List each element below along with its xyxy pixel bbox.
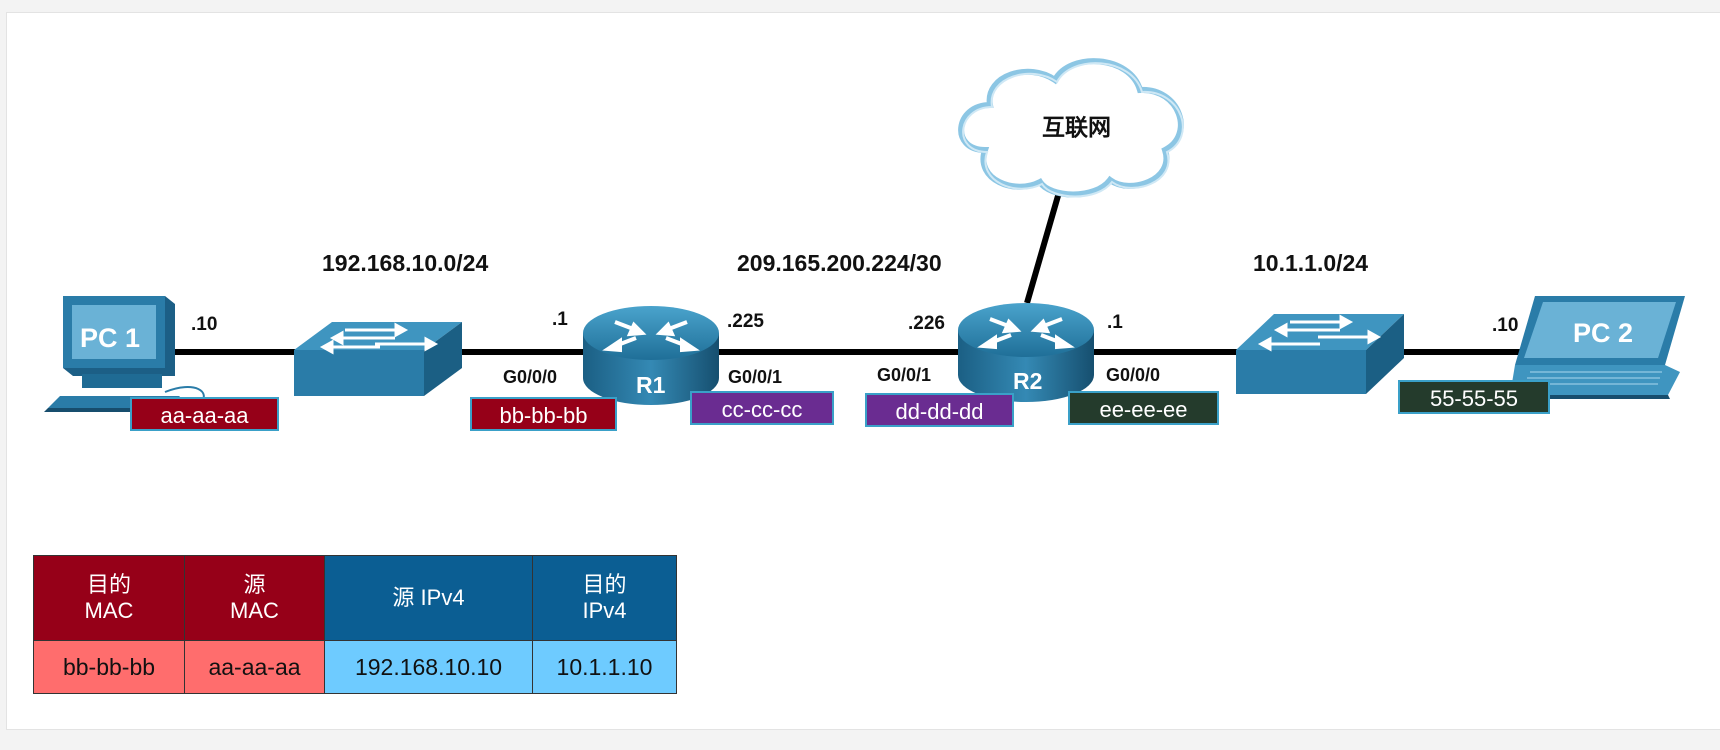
internet-cloud-icon bbox=[958, 58, 1184, 198]
frame-table-header-row: 目的 MAC 源 MAC 源 IPv4 目的 IPv4 bbox=[33, 555, 677, 641]
r2-wan-ip-label: .226 bbox=[908, 313, 945, 334]
network-label-lan2: 10.1.1.0/24 bbox=[1253, 250, 1369, 276]
switch2-icon bbox=[1236, 314, 1404, 394]
internet-label: 互联网 bbox=[1042, 114, 1111, 140]
frame-table-data-row: bb-bb-bb aa-aa-aa 192.168.10.10 10.1.1.1… bbox=[33, 640, 677, 694]
header-src-mac: 源 MAC bbox=[184, 555, 325, 641]
r2-label: R2 bbox=[1013, 368, 1043, 394]
header-dest-mac-text: 目的 MAC bbox=[84, 572, 134, 623]
router-r2-icon bbox=[958, 303, 1094, 402]
r1-lan-mac-badge: bb-bb-bb bbox=[470, 397, 617, 431]
frame-header-table: 目的 MAC 源 MAC 源 IPv4 目的 IPv4 bb-bb-bb aa-… bbox=[33, 555, 677, 694]
pc2-label: PC 2 bbox=[1573, 318, 1634, 348]
r1-lan-interface-label: G0/0/0 bbox=[503, 367, 558, 387]
header-dest-ipv4: 目的 IPv4 bbox=[532, 555, 677, 641]
r2-wan-mac-badge: dd-dd-dd bbox=[865, 393, 1014, 427]
pc2-mac-badge: 55-55-55 bbox=[1398, 380, 1550, 414]
r2-lan-interface-label: G0/0/0 bbox=[1106, 365, 1161, 385]
pc2-ip-label: .10 bbox=[1492, 315, 1519, 336]
header-src-ipv4-text: 源 IPv4 bbox=[392, 585, 465, 610]
cell-dest-ipv4: 10.1.1.10 bbox=[532, 640, 677, 694]
r1-wan-interface-label: G0/0/1 bbox=[728, 367, 783, 387]
pc1-ip-label: .10 bbox=[191, 314, 218, 335]
r2-lan-ip-label: .1 bbox=[1107, 312, 1123, 333]
router-r1-icon bbox=[583, 306, 719, 405]
r1-label: R1 bbox=[636, 372, 666, 398]
r2-lan-mac-badge: ee-ee-ee bbox=[1068, 391, 1219, 425]
r1-lan-ip-label: .1 bbox=[552, 309, 568, 330]
r1-wan-mac-badge: cc-cc-cc bbox=[690, 391, 834, 425]
cell-src-mac: aa-aa-aa bbox=[184, 640, 325, 694]
pc1-mac-badge: aa-aa-aa bbox=[130, 397, 279, 431]
header-src-mac-text: 源 MAC bbox=[230, 572, 279, 623]
cell-dest-mac: bb-bb-bb bbox=[33, 640, 185, 694]
network-label-wan: 209.165.200.224/30 bbox=[737, 250, 942, 276]
pc2-laptop-icon bbox=[1508, 296, 1685, 399]
network-label-lan1: 192.168.10.0/24 bbox=[322, 250, 489, 276]
header-dest-mac: 目的 MAC bbox=[33, 555, 185, 641]
switch1-icon bbox=[294, 322, 462, 396]
r2-wan-interface-label: G0/0/1 bbox=[877, 365, 932, 385]
header-dest-ipv4-text: 目的 IPv4 bbox=[582, 572, 627, 623]
cell-src-ipv4: 192.168.10.10 bbox=[324, 640, 533, 694]
r1-wan-ip-label: .225 bbox=[727, 311, 764, 332]
pc1-label: PC 1 bbox=[80, 323, 141, 353]
header-src-ipv4: 源 IPv4 bbox=[324, 555, 533, 641]
link-r2-internet bbox=[1024, 181, 1065, 304]
